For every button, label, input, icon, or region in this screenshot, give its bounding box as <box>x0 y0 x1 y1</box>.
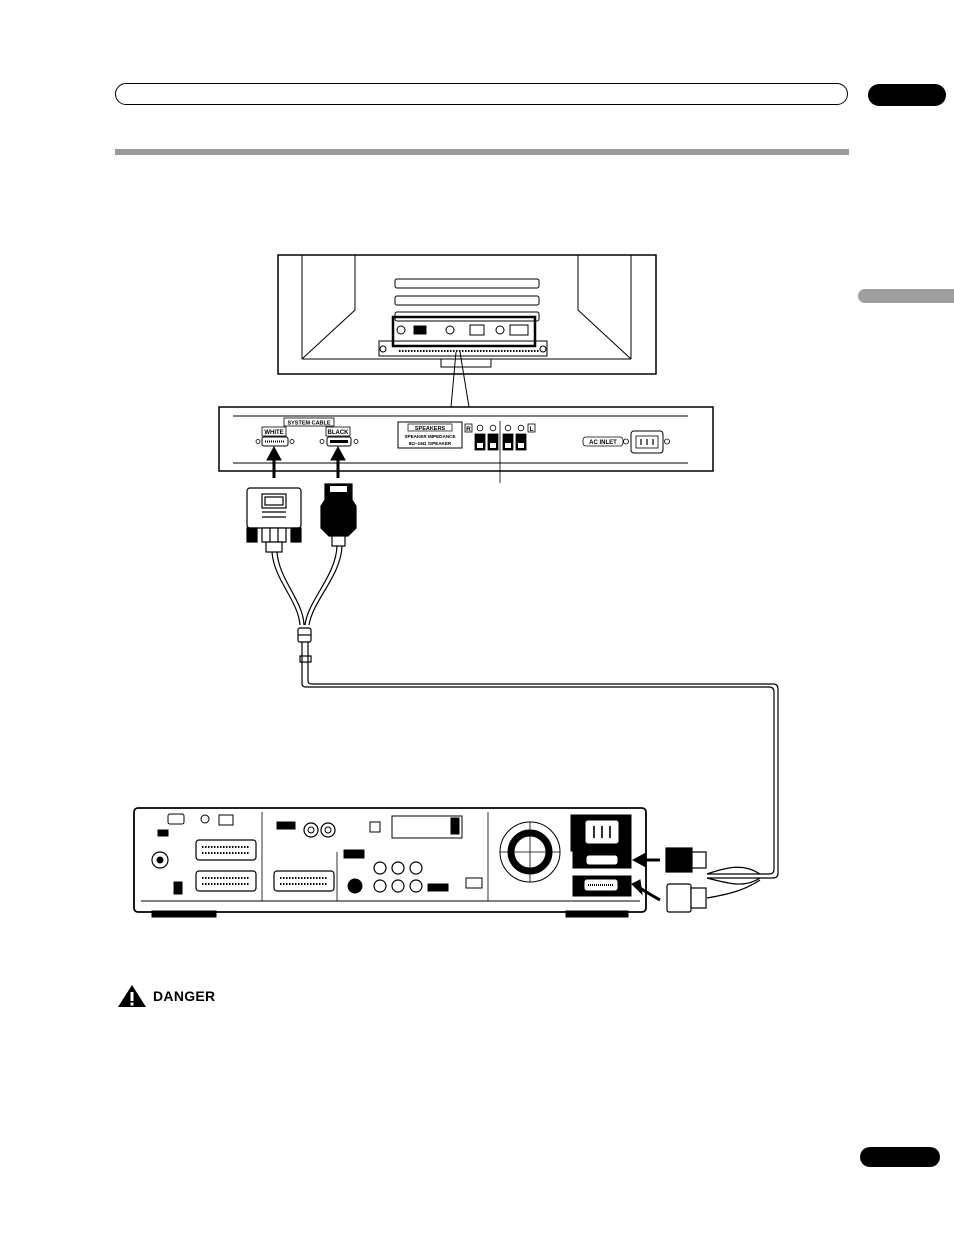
system-cable-label: SYSTEM CABLE <box>287 421 330 427</box>
speaker-ohms-label: 8Ω~16Ω /SPEAKER <box>409 441 452 446</box>
plasma-display-rear <box>278 255 656 374</box>
warning-triangle-icon <box>117 984 147 1008</box>
receiver-black-plug <box>666 848 706 872</box>
display-connection-panel: SYSTEM CABLE WHITE BLACK SPEAKERS SPEAKE… <box>219 407 713 483</box>
danger-label: DANGER <box>153 988 215 1004</box>
black-plug <box>321 484 356 546</box>
danger-warning: DANGER <box>117 984 215 1008</box>
speakers-title: SPEAKERS <box>415 426 446 432</box>
white-connector-label: WHITE <box>264 430 283 436</box>
left-speaker-marker: L <box>530 426 534 433</box>
receiver-white-dvi-plug <box>667 884 706 912</box>
white-dvi-plug <box>247 488 301 552</box>
page-number-pill <box>860 1147 940 1167</box>
black-connector-label: BLACK <box>328 430 350 436</box>
right-speaker-marker: R <box>466 426 471 433</box>
speaker-impedance-label: SPEAKER IMPEDANCE <box>404 434 455 439</box>
ac-inlet-label: AC INLET <box>589 440 617 446</box>
media-receiver-rear <box>134 808 646 917</box>
